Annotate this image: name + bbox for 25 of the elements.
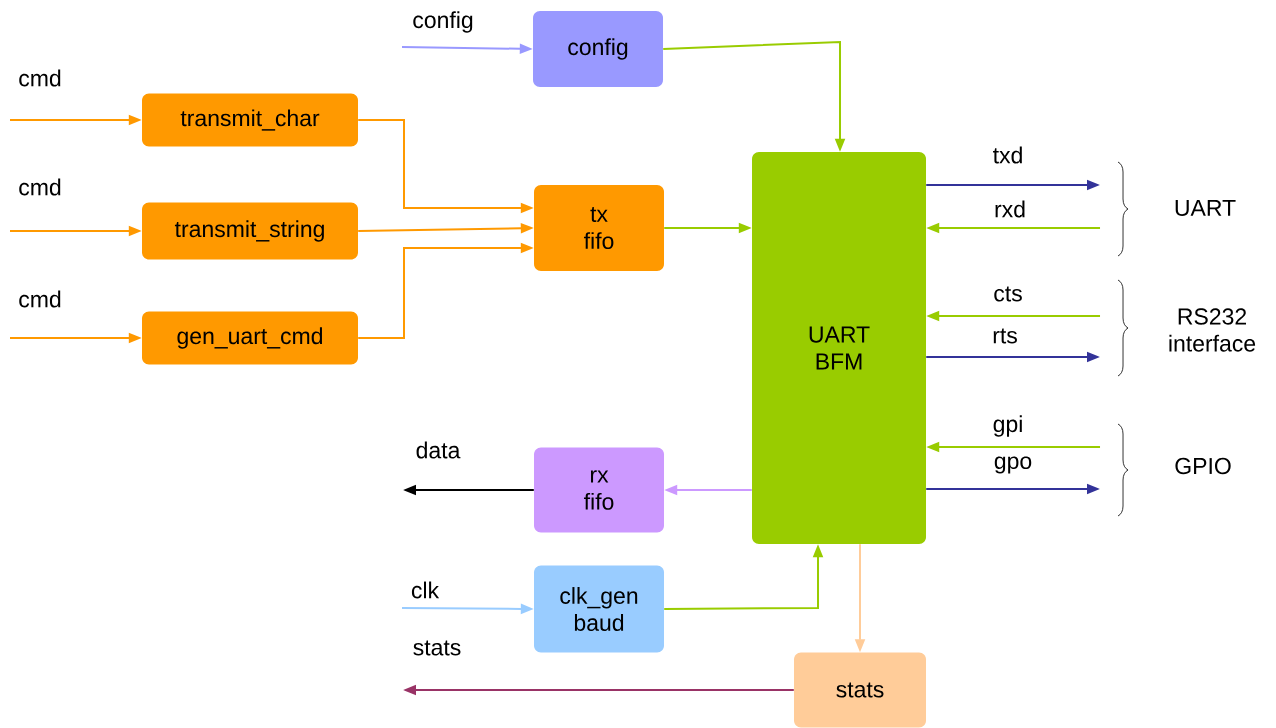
- group-label: UART: [1175, 200, 1236, 216]
- edge-label: config: [411, 10, 475, 34]
- block-box: stats: [794, 652, 926, 728]
- group-label: GPIO: [1175, 457, 1231, 475]
- group-label: RS232 interface: [1169, 308, 1256, 352]
- block-box: tx fifo: [534, 185, 664, 271]
- edge-label: cts: [992, 285, 1024, 303]
- block-box: transmit_string: [142, 202, 358, 260]
- edge-label: gpi: [991, 414, 1025, 438]
- block-box: UART BFM: [752, 152, 926, 544]
- edge-label: cmd: [17, 177, 63, 197]
- edge-label: txd: [991, 145, 1025, 165]
- edge-label: cmd: [17, 289, 63, 309]
- edge-label: gpo: [992, 455, 1034, 475]
- edge-label: rxd: [993, 199, 1027, 219]
- block-box: gen_uart_cmd: [142, 311, 358, 365]
- edge-label: stats: [411, 639, 463, 657]
- block-box: clk_gen baud: [534, 565, 664, 653]
- edge-label: rts: [991, 327, 1019, 345]
- block-box: transmit_char: [142, 93, 358, 147]
- block-box: rx fifo: [534, 447, 664, 533]
- edge-label: cmd: [17, 68, 63, 88]
- edge-label: data: [414, 440, 462, 460]
- block-box: config: [533, 11, 663, 87]
- edge-label: clk: [409, 580, 441, 600]
